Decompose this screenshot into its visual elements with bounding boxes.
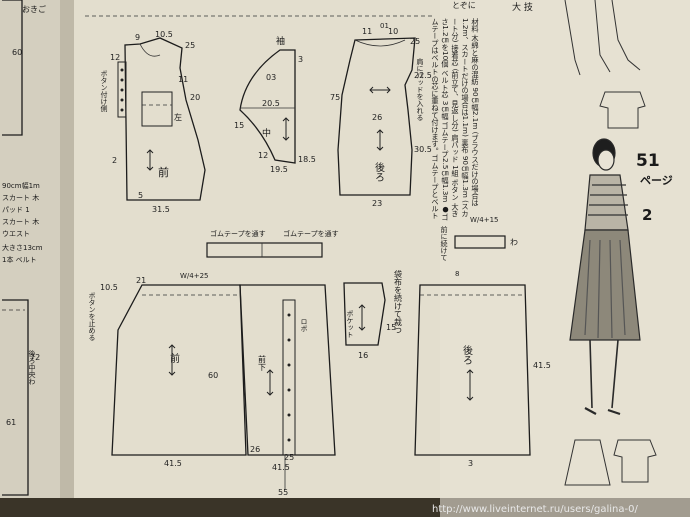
back-bodice-pattern: 後ろ 肩にパッドを入れる 11 10 25 01 22.5 26 75 30.5…: [330, 22, 432, 208]
bodice-num-6: 11: [178, 75, 188, 84]
illustration-panel: [440, 0, 690, 517]
skirt-num-2: 10.5: [100, 283, 118, 292]
left-strip-line-7: 大きさ13cm: [2, 243, 43, 252]
pocket-num-2: 16: [358, 351, 368, 360]
materials-text: 材料 木綿と麻の混紡 90㎝幅2.1m (ブラウスだけの場合は1.2m、スカート…: [441, 18, 480, 218]
sleeve-num-4: 15: [234, 121, 244, 130]
left-strip-number-3: 61: [6, 418, 16, 427]
back-bodice-label: 後ろ: [373, 161, 385, 182]
skirt-num-7: 41.5: [272, 463, 290, 472]
belt-num-1: W/4+15: [470, 216, 499, 224]
front-right-label: 前下: [258, 354, 267, 372]
sleeve-pattern: 袖 中 3 03 20.5 15 12 19.5 18.5: [234, 35, 316, 174]
back-skirt-label: 後ろ: [461, 344, 473, 365]
placket-label: ロボ: [300, 318, 308, 332]
belt-patterns: ゴムテープを通す ゴムテープを通す 前に続けて わ W/4+15: [206, 216, 518, 261]
back-num-3: 25: [410, 37, 420, 46]
left-strip-line-4: パッド 1: [2, 206, 30, 214]
pocket-num-1: 15: [386, 323, 396, 332]
back-num-1: 11: [362, 27, 372, 36]
skirt-num-3: W/4+25: [180, 272, 209, 280]
materials-text-block: 材料 木綿と麻の混紡 90㎝幅2.1m (ブラウスだけの場合は1.2m、スカート…: [431, 18, 480, 221]
left-strip-line-8: 1本 ベルト: [2, 255, 37, 264]
front-skirt-pattern: 前 ボタンを止める 21 10.5 W/4+25 60 26 41.5: [88, 272, 260, 468]
figure-sketch-top: [564, 0, 641, 76]
belt-fold-label: わ: [510, 238, 518, 247]
skirt-num-9: 25: [284, 453, 294, 462]
watermark-url: http://www.liveinternet.ru/users/galina-…: [432, 504, 638, 515]
belt-note-label: 前に続けて: [440, 225, 448, 261]
page-word: ページ: [640, 174, 673, 187]
blouse-sketch-bottom: [613, 439, 657, 483]
belt-rubber-label-a: ゴムテープを通す: [210, 229, 266, 238]
skirt-sketch-bottom: [564, 439, 611, 486]
back-num-5: 22.5: [414, 71, 432, 80]
sleeve-num-3: 20.5: [262, 99, 280, 108]
blouse-sketch-top: [599, 91, 646, 129]
left-strip-number-1: 60: [12, 48, 22, 57]
back-num-8: 30.5: [414, 145, 432, 154]
bodice-num-9: 5: [138, 191, 143, 200]
left-strip-line-6: ウエスト: [2, 230, 30, 238]
back-num-7: 75: [330, 93, 340, 102]
skirt-num-6: 41.5: [164, 459, 182, 468]
skirt-num-8: 55: [278, 488, 288, 497]
top-corner-text: 大 技: [512, 1, 533, 13]
sleeve-num-5: 12: [258, 151, 268, 160]
belt-rubber-label-b: ゴムテープを通す: [283, 229, 339, 238]
skirt-num-4: 60: [208, 371, 218, 380]
page-number: 51: [636, 151, 660, 171]
back-num-9: 23: [372, 199, 382, 208]
sleeve-mid-label: 中: [262, 127, 271, 139]
button-front-label: ボタンを止める: [88, 292, 96, 341]
left-strip-line-2: 90cm幅1m: [2, 181, 40, 190]
left-page-strip: [0, 0, 66, 517]
left-strip-number-2: 72: [30, 353, 40, 362]
top-partial-text: とぞに: [452, 1, 476, 10]
back-skirt-pattern: 後ろ 8 41.5 3: [414, 270, 551, 468]
bodice-num-8: 31.5: [152, 205, 170, 214]
woman-illustration: [569, 138, 641, 416]
button-stand-label: ボタン付け側: [100, 70, 108, 112]
bodice-num-1: 9: [135, 33, 140, 42]
gutter-shadow: [60, 0, 74, 517]
page-number-block: 51 ページ 2: [636, 151, 673, 224]
materials-bullet: ●ゴムテープはベルトの芯に重ねて付けます。ゴムテープとベルト: [431, 18, 450, 221]
left-strip-line-1: おきご: [22, 4, 46, 14]
left-strip-line-5: スカート 木: [2, 217, 39, 226]
front-left-label: 左: [174, 112, 182, 122]
front-right-skirt-pattern: 前下 ロボ 41.5 55 25: [239, 284, 336, 497]
skirt-num-5: 26: [250, 445, 260, 454]
skirt-num-1: 21: [136, 276, 146, 285]
bodice-num-3: 25: [185, 41, 195, 50]
front-bodice-pattern: 前 左 ボタン付け側 9 10.5 25 12 20 11 2 31.5 5: [100, 30, 206, 214]
back-num-2: 10: [388, 27, 398, 36]
sleeve-label: 袖: [276, 35, 285, 47]
left-strip-diagrams: 60 72 61 おきご 90cm幅1m スカート 木 パッド 1 スカート 木…: [2, 0, 46, 496]
left-strip-line-3: スカート 木: [2, 193, 39, 202]
front-skirt-label: 前: [170, 352, 180, 365]
back-num-4: 01: [380, 22, 389, 30]
back-num-6: 26: [372, 113, 382, 122]
pocket-label: ポケット: [346, 310, 354, 338]
pad-note: 肩にパッドを入れる: [416, 57, 424, 121]
left-strip-vertical-label: 後ろ中央わ: [28, 349, 36, 385]
bodice-num-2: 10.5: [155, 30, 173, 39]
back-skirt-num-2: 41.5: [533, 361, 551, 370]
back-skirt-num-1: 8: [455, 270, 459, 278]
sleeve-num-6: 19.5: [270, 165, 288, 174]
bodice-num-7: 2: [112, 156, 117, 165]
sleeve-num-1: 3: [298, 55, 303, 64]
bodice-num-5: 20: [190, 93, 200, 102]
bodice-num-4: 12: [110, 53, 120, 62]
page-index: 2: [642, 206, 652, 224]
back-skirt-num-3: 3: [468, 459, 473, 468]
sleeve-num-2: 03: [266, 73, 276, 82]
sleeve-num-7: 18.5: [298, 155, 316, 164]
pocket-bag-label: 袋布を続けて裁つ: [394, 269, 403, 334]
front-bodice-label: 前: [158, 165, 169, 179]
pocket-pattern: ポケット 袋布を続けて裁つ 15 16: [343, 269, 403, 360]
